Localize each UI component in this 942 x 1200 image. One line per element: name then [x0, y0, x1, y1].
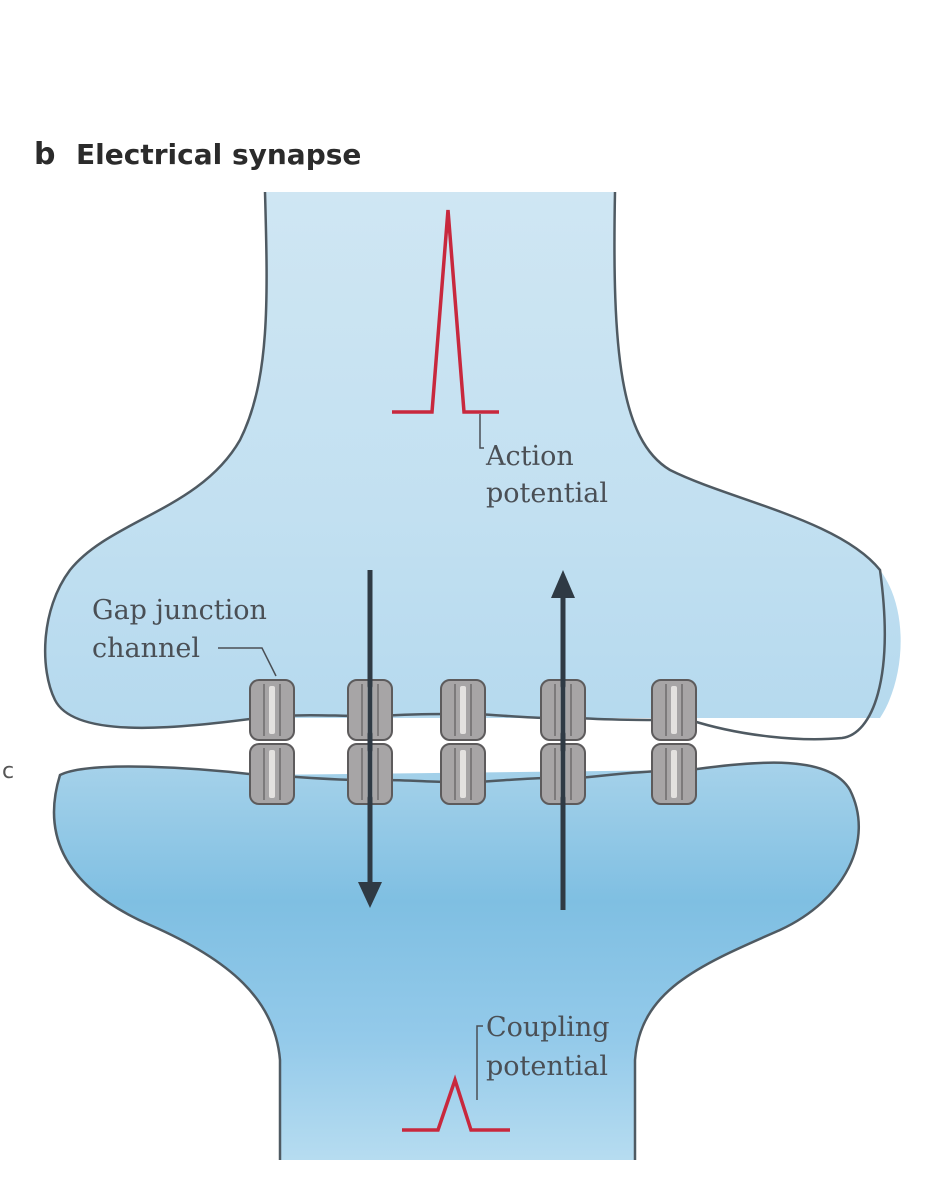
coupling-potential-leader: [476, 1025, 483, 1100]
channel-pore: [671, 750, 677, 798]
coupling-potential-label-line1: Coupling: [486, 1012, 610, 1043]
action-potential-label-line2: potential: [486, 478, 608, 509]
panel-letter: b: [34, 137, 55, 172]
action-potential-leader: [479, 414, 484, 449]
presynaptic-cell: [45, 192, 901, 728]
panel-title: Electrical synapse: [76, 138, 361, 171]
gap-junction-label-line1: Gap junction: [92, 595, 267, 626]
gap-junction-channel: [651, 679, 697, 805]
action-potential-label-line1: Action: [485, 441, 574, 472]
gap-junction-channel: [440, 679, 486, 805]
arrowhead-up-icon: [551, 570, 575, 598]
channel-pore: [671, 686, 677, 734]
postsynaptic-cell: [54, 762, 859, 1160]
adjacent-panel-fragment: c: [2, 759, 14, 784]
action-potential-trace: [392, 209, 499, 414]
gap-junction-channel: [249, 679, 295, 805]
coupling-potential-trace: [402, 1074, 510, 1132]
current-arrow-up: [551, 570, 575, 910]
channel-pore: [460, 750, 466, 798]
gap-junction-label-line2: channel: [92, 633, 200, 664]
channel-pore: [269, 750, 275, 798]
channel-pore: [269, 686, 275, 734]
coupling-potential-label-line2: potential: [486, 1051, 608, 1082]
channel-pore: [460, 686, 466, 734]
arrowhead-down-icon: [358, 882, 382, 908]
current-arrow-down: [358, 570, 382, 908]
gap-junction-leader: [218, 647, 277, 677]
